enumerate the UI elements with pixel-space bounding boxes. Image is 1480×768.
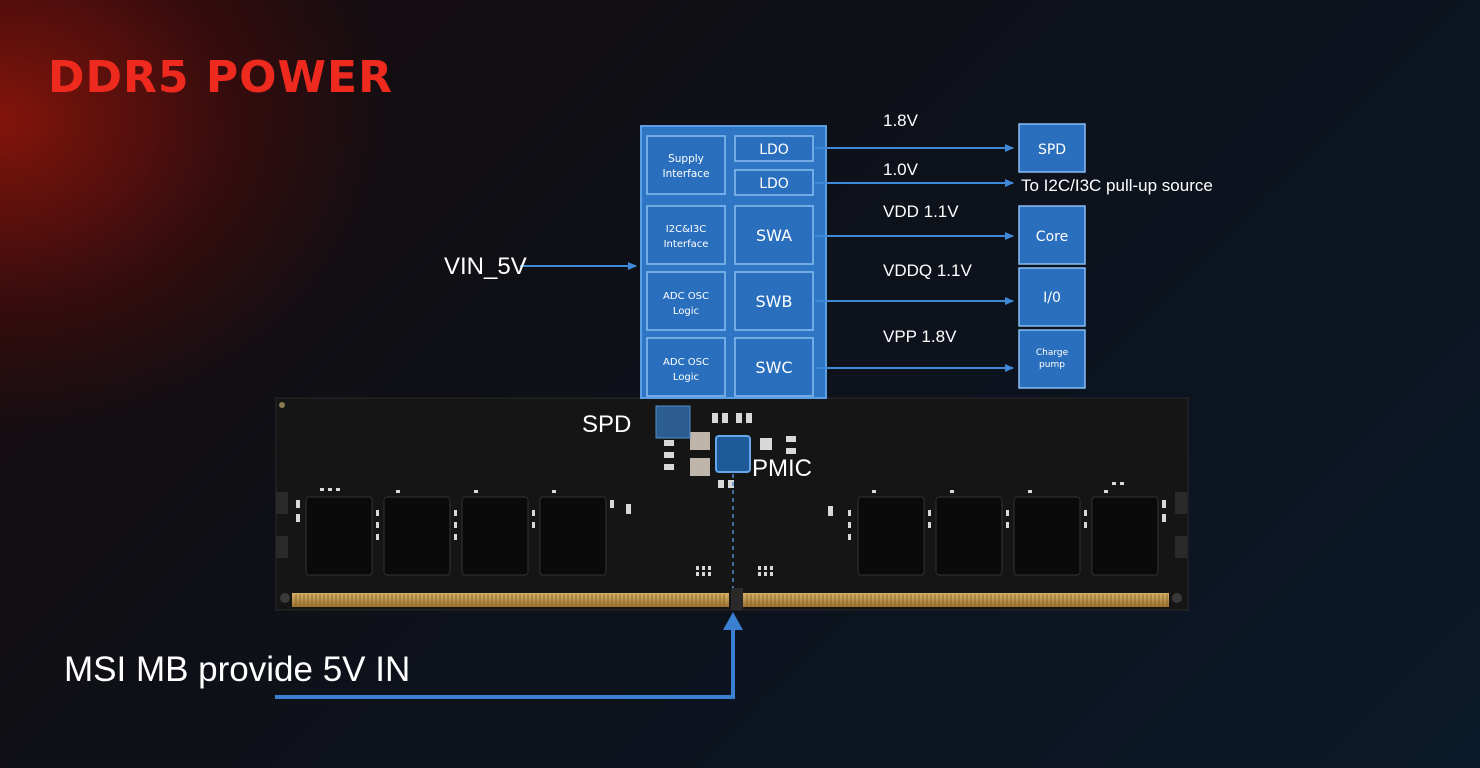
- core-target: Core: [1036, 229, 1068, 245]
- ldo-block-1: LDO: [759, 142, 789, 158]
- svg-text:pump: pump: [1039, 360, 1065, 370]
- target-blocks: SPD Core I/0 Charge pump: [1018, 123, 1086, 389]
- i2c-i3c-interface-block: I2C&I3C: [666, 224, 706, 235]
- gold-contacts-left: [292, 593, 729, 607]
- adc-osc-logic-block-1: ADC OSC: [663, 291, 709, 302]
- mb-input-arrow: [275, 612, 743, 699]
- swb-block: SWB: [756, 292, 793, 311]
- svg-text:Interface: Interface: [664, 239, 709, 250]
- charge-pump-target: Charge: [1036, 348, 1069, 358]
- pmic-label: PMIC: [752, 455, 812, 482]
- key-notch: [731, 588, 743, 610]
- spd-label: SPD: [582, 411, 631, 438]
- mb-input-caption: MSI MB provide 5V IN: [64, 650, 411, 689]
- pmic-block-diagram: Supply Interface I2C&I3C Interface ADC O…: [640, 125, 827, 399]
- supply-interface-block: Supply: [668, 153, 704, 165]
- swa-block: SWA: [756, 226, 792, 245]
- spd-target: SPD: [1038, 142, 1066, 158]
- svg-text:Interface: Interface: [662, 168, 709, 180]
- dimm-module: SPD PMIC: [275, 397, 1189, 611]
- rail-1v0-label: 1.0V: [883, 160, 919, 179]
- pmic-chip: [715, 435, 751, 473]
- io-target: I/0: [1043, 290, 1061, 306]
- rail-1v8-label: 1.8V: [883, 111, 919, 130]
- adc-osc-logic-block-2: ADC OSC: [663, 357, 709, 368]
- rail-vddq-label: VDDQ 1.1V: [883, 261, 972, 280]
- dram-chips: [305, 496, 1159, 576]
- ldo-block-2: LDO: [759, 176, 789, 192]
- pullup-target-label: To I2C/I3C pull-up source: [1021, 176, 1213, 195]
- rail-vpp-label: VPP 1.8V: [883, 327, 957, 346]
- spd-chip: [655, 405, 691, 439]
- svg-text:Logic: Logic: [673, 306, 699, 317]
- slide-title: DDR5 POWER: [48, 52, 393, 103]
- svg-text:Logic: Logic: [673, 372, 699, 383]
- vin-label: VIN_5V: [444, 253, 527, 280]
- rail-vdd-label: VDD 1.1V: [883, 202, 959, 221]
- swc-block: SWC: [755, 358, 792, 377]
